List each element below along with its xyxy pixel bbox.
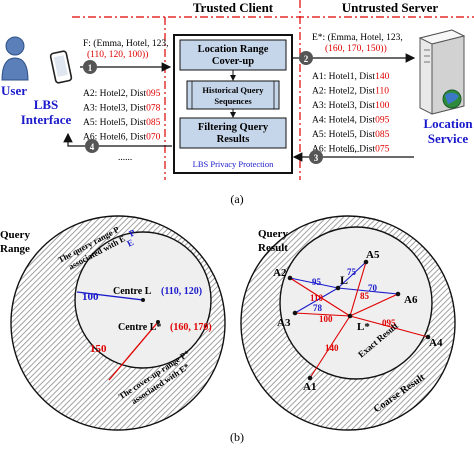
dist-095-label: 095 [382, 318, 396, 328]
server-result-row: A4: Hotel4, Dist095 [312, 116, 390, 126]
point-a3-label: A3 [277, 317, 291, 329]
result-points [287, 259, 431, 381]
cover-up-text-2: Cover-up [212, 56, 254, 67]
filter-box [179, 117, 287, 149]
trusted-client-heading: Trusted Client [193, 0, 274, 15]
query-range-title-1: Query [0, 229, 30, 241]
query-result-title-1: Query [258, 228, 288, 240]
lbs-interface-label-2: Interface [21, 112, 72, 127]
history-text-1: Historical Query [202, 85, 264, 95]
filter-text-2: Results [217, 134, 250, 145]
user-label: User [1, 83, 27, 98]
server-result-row: A5: Hotel5, Dist085 [312, 130, 390, 140]
red-edges [289, 261, 429, 379]
dist-140-label: 140 [325, 343, 339, 353]
server-result-row: A3: Hotel3, Dist100 [312, 101, 390, 111]
step2-number: 2 [304, 54, 309, 64]
step3-number: 3 [314, 153, 319, 163]
filter-text-1: Filtering Query [198, 122, 269, 133]
cover-up-text-1: Location Range [198, 44, 269, 55]
radius-100-line [76, 291, 144, 301]
step1-badge [83, 60, 97, 74]
dist-100-label: 100 [319, 314, 333, 324]
client-result-row: A5: Hotel5, Dist085 [83, 118, 161, 128]
dist-95-label: 95 [312, 277, 322, 287]
blue-edges [289, 261, 399, 314]
caption-a: (a) [230, 192, 243, 206]
centre-l-label: Centre L [113, 286, 152, 297]
step1-number: 1 [88, 63, 93, 73]
point-a1-label: A1 [303, 381, 316, 393]
phone-icon [49, 50, 73, 84]
client-result-row: A2: Hotel2, Dist095 [83, 89, 161, 99]
centre-l-dot [141, 298, 145, 302]
inner-range-e: E [125, 237, 135, 249]
point-a2-label: A2 [273, 267, 287, 279]
centre-l-coords: (110, 120) [161, 286, 202, 297]
dist-78-label: 78 [313, 303, 323, 313]
point-a5-label: A5 [366, 249, 380, 261]
query-f-line1: F: (Emma, Hotel, 123, [83, 38, 169, 49]
history-text-2: Sequences [214, 96, 252, 106]
radius-150-label: 150 [90, 343, 107, 355]
client-result-row: A6: Hotel6, Dist070 [83, 133, 161, 143]
step3-badge [309, 150, 323, 164]
caption-b: (b) [230, 430, 244, 444]
radius-150-line [108, 321, 159, 381]
query-e-line1: E*: (Emma, Hotel, 123, [312, 32, 403, 43]
user-icon [1, 36, 29, 81]
server-results-ellipsis: ...... [345, 145, 359, 155]
untrusted-server-heading: Untrusted Server [342, 0, 439, 15]
server-result-row: A2: Hotel2, Dist110 [312, 87, 389, 97]
point-a4-label: A4 [429, 337, 443, 349]
radius-100-label: 100 [82, 291, 99, 303]
dist-110-label: 110 [310, 293, 324, 303]
dist-75-label: 75 [347, 267, 357, 277]
lbs-interface-label-1: LBS [34, 97, 59, 112]
centre-lstar-coords: (160, 170) [170, 322, 212, 333]
query-f-line2: (110, 120, 100)) [87, 49, 148, 60]
server-result-row: A6: Hotel6, Dist075 [312, 145, 390, 155]
step4-badge [85, 139, 99, 153]
globe-icon [442, 89, 462, 109]
exact-result-circle [279, 226, 433, 380]
query-e-line2: (160, 170, 150)) [325, 43, 387, 54]
inner-range-p: P [127, 227, 137, 239]
query-range-title-2: Range [0, 243, 30, 255]
protection-label: LBS Privacy Protection [193, 159, 274, 169]
step2-badge [299, 51, 313, 65]
point-a6-label: A6 [404, 294, 418, 306]
arrow-step4 [63, 132, 172, 147]
location-service-label-2: Service [428, 131, 469, 146]
point-lstar-label: L* [357, 321, 370, 333]
client-results-ellipsis: ...... [118, 153, 132, 163]
dist-70-label: 70 [368, 283, 378, 293]
dist-85-label: 85 [360, 291, 370, 301]
query-result-title-2: Result [258, 242, 288, 254]
step4-number: 4 [90, 142, 95, 152]
centre-lstar-dot [156, 320, 160, 324]
point-l-label: L [340, 273, 348, 287]
centre-lstar-label: Centre L* [118, 322, 161, 333]
client-result-row: A3: Hotel3, Dist078 [83, 104, 161, 114]
location-service-label-1: Location [423, 116, 473, 131]
server-result-row: A1: Hotel1, Dist140 [312, 72, 390, 82]
